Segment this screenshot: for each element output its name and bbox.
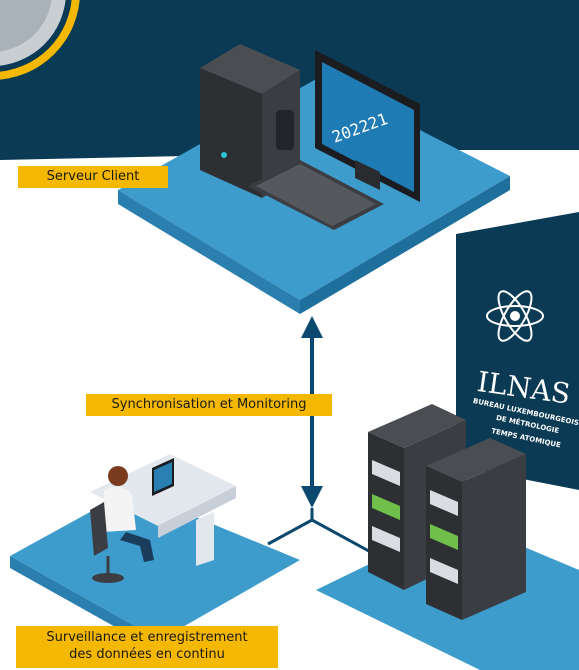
desk-monitor	[152, 458, 174, 496]
monitor	[315, 50, 420, 202]
atom-logo-icon	[486, 290, 544, 342]
client-server-label: Serveur Client	[18, 166, 168, 188]
server-rack-right	[426, 438, 526, 620]
dial-decoration	[0, 0, 80, 80]
keyboard	[248, 160, 384, 230]
sync-arrow-icon	[301, 316, 323, 520]
computer-tower	[200, 44, 300, 198]
surveillance-label: Surveillance et enregistrement des donné…	[16, 626, 278, 668]
office-chair	[90, 502, 124, 583]
ilnas-banner	[456, 212, 579, 490]
sync-monitoring-label: Synchronisation et Monitoring	[86, 394, 332, 416]
surveillance-label-line1: Surveillance et enregistrement	[46, 630, 248, 645]
person	[102, 466, 154, 562]
surveillance-label-line2: des données en continu	[69, 647, 225, 662]
